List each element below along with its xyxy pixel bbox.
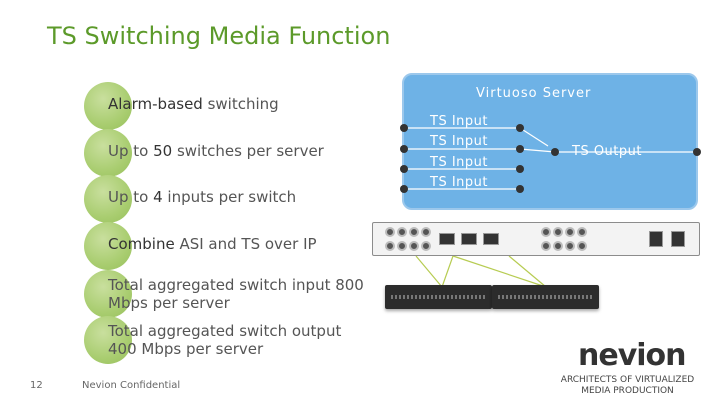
connector-icon	[421, 227, 431, 237]
network-switch-device	[492, 285, 599, 309]
output-node-icon	[693, 148, 701, 156]
connector-icon	[553, 227, 563, 237]
ts-input-label: TS Input	[430, 114, 488, 129]
connector-icon	[409, 241, 419, 251]
bullet-text: Alarm-based switching	[108, 95, 279, 113]
bullet-alarm-switching: Alarm-based switching	[84, 82, 384, 132]
ts-input-label: TS Input	[430, 155, 488, 170]
connector-icon	[577, 241, 587, 251]
connector-icon	[565, 227, 575, 237]
connector-icon	[577, 227, 587, 237]
power-socket-icon	[671, 231, 685, 247]
bullet-input-count: Up to 4 inputs per switch	[84, 175, 384, 225]
server-title: Virtuoso Server	[476, 86, 592, 101]
confidential-label: Nevion Confidential	[82, 380, 181, 391]
connector-icon	[541, 227, 551, 237]
input-node-icon	[400, 145, 408, 153]
network-port-icon	[461, 233, 477, 245]
switch-node-icon	[516, 145, 524, 153]
bullet-text: Combine ASI and TS over IP	[108, 235, 317, 253]
bullet-aggregated-output: Total aggregated switch output 400 Mbps …	[84, 316, 384, 366]
input-node-icon	[400, 165, 408, 173]
bullet-text: Total aggregated switch input 800 Mbps p…	[108, 276, 364, 312]
network-port-icon	[483, 233, 499, 245]
connector-icon	[397, 227, 407, 237]
bullet-combine-asi: Combine ASI and TS over IP	[84, 222, 384, 272]
network-switch-device	[385, 285, 492, 309]
ts-input-label: TS Input	[430, 175, 488, 190]
nevion-logo-icon: nevion	[578, 338, 687, 373]
bullet-aggregated-input: Total aggregated switch input 800 Mbps p…	[84, 270, 384, 320]
switch-node-icon	[516, 165, 524, 173]
bullet-switch-count: Up to 50 switches per server	[84, 129, 384, 179]
connector-icon	[397, 241, 407, 251]
power-socket-icon	[649, 231, 663, 247]
slide-title: TS Switching Media Function	[47, 22, 391, 50]
bullet-circle-icon	[84, 129, 132, 177]
rack-unit-device	[372, 222, 700, 256]
network-port-icon	[439, 233, 455, 245]
virtuoso-server-box	[402, 73, 698, 210]
bullet-circle-icon	[84, 82, 132, 130]
bullet-text: Up to 50 switches per server	[108, 142, 324, 160]
input-node-icon	[400, 185, 408, 193]
bullet-text: Total aggregated switch output 400 Mbps …	[108, 322, 342, 358]
bullet-text: Up to 4 inputs per switch	[108, 188, 297, 206]
connector-icon	[553, 241, 563, 251]
output-node-icon	[551, 148, 559, 156]
tagline: ARCHITECTS OF VIRTUALIZED MEDIA PRODUCTI…	[560, 375, 695, 396]
connector-icon	[385, 241, 395, 251]
connector-icon	[421, 241, 431, 251]
switch-node-icon	[516, 185, 524, 193]
switch-node-icon	[516, 124, 524, 132]
input-node-icon	[400, 124, 408, 132]
bullet-circle-icon	[84, 270, 132, 318]
ts-input-label: TS Input	[430, 134, 488, 149]
connector-icon	[541, 241, 551, 251]
connector-icon	[565, 241, 575, 251]
connector-icon	[409, 227, 419, 237]
connector-icon	[385, 227, 395, 237]
bullet-circle-icon	[84, 222, 132, 270]
bullet-circle-icon	[84, 175, 132, 223]
page-number: 12	[30, 380, 43, 391]
bullet-circle-icon	[84, 316, 132, 364]
